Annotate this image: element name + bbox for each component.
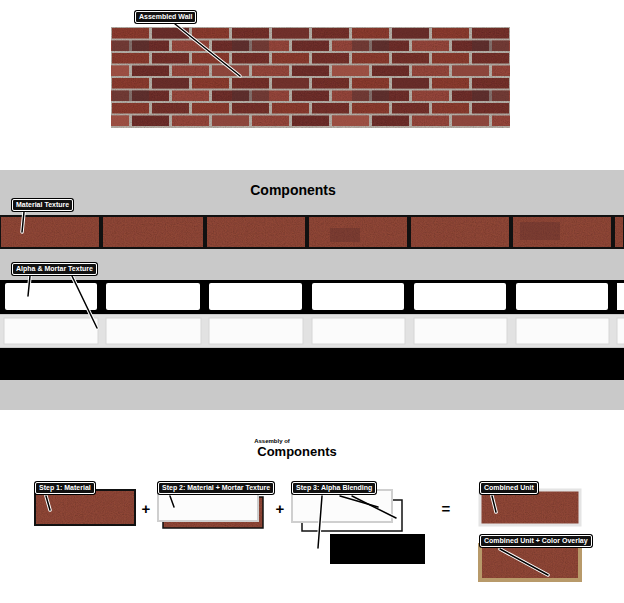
callout-tag: Step 1: Material	[35, 482, 95, 494]
callout-tag: Combined Unit	[480, 482, 538, 494]
heading-label: Assembly of	[254, 437, 290, 445]
callout-tag: Combined Unit + Color Overlay	[480, 535, 592, 547]
callout-tag: Alpha & Mortar Texture	[12, 263, 97, 275]
callout-text: Assembled Wall	[139, 13, 192, 20]
callout-text: Alpha & Mortar Texture	[16, 265, 93, 272]
heading-label: Components	[257, 444, 336, 459]
callout-tag: Material Texture	[12, 199, 73, 211]
callout-text: Step 1: Material	[39, 484, 91, 491]
callout-tag: Step 2: Material + Mortar Texture	[158, 482, 274, 494]
callout-text: Material Texture	[16, 201, 69, 208]
callout-tag: Step 3: Alpha Blending	[292, 482, 376, 494]
section-heading: Components	[250, 182, 336, 198]
component-band: ComponentsMaterial TextureAlpha & Mortar…	[0, 170, 620, 410]
callout-text: Combined Unit	[484, 484, 534, 491]
callout-text: Step 2: Material + Mortar Texture	[162, 484, 270, 491]
callout-tag: Assembled Wall	[135, 11, 196, 23]
operator-sign: =	[442, 500, 451, 517]
operator-sign: +	[142, 500, 151, 517]
callout-text: Combined Unit + Color Overlay	[484, 537, 588, 544]
callout-text: Step 3: Alpha Blending	[296, 484, 372, 491]
operator-sign: +	[276, 500, 285, 517]
